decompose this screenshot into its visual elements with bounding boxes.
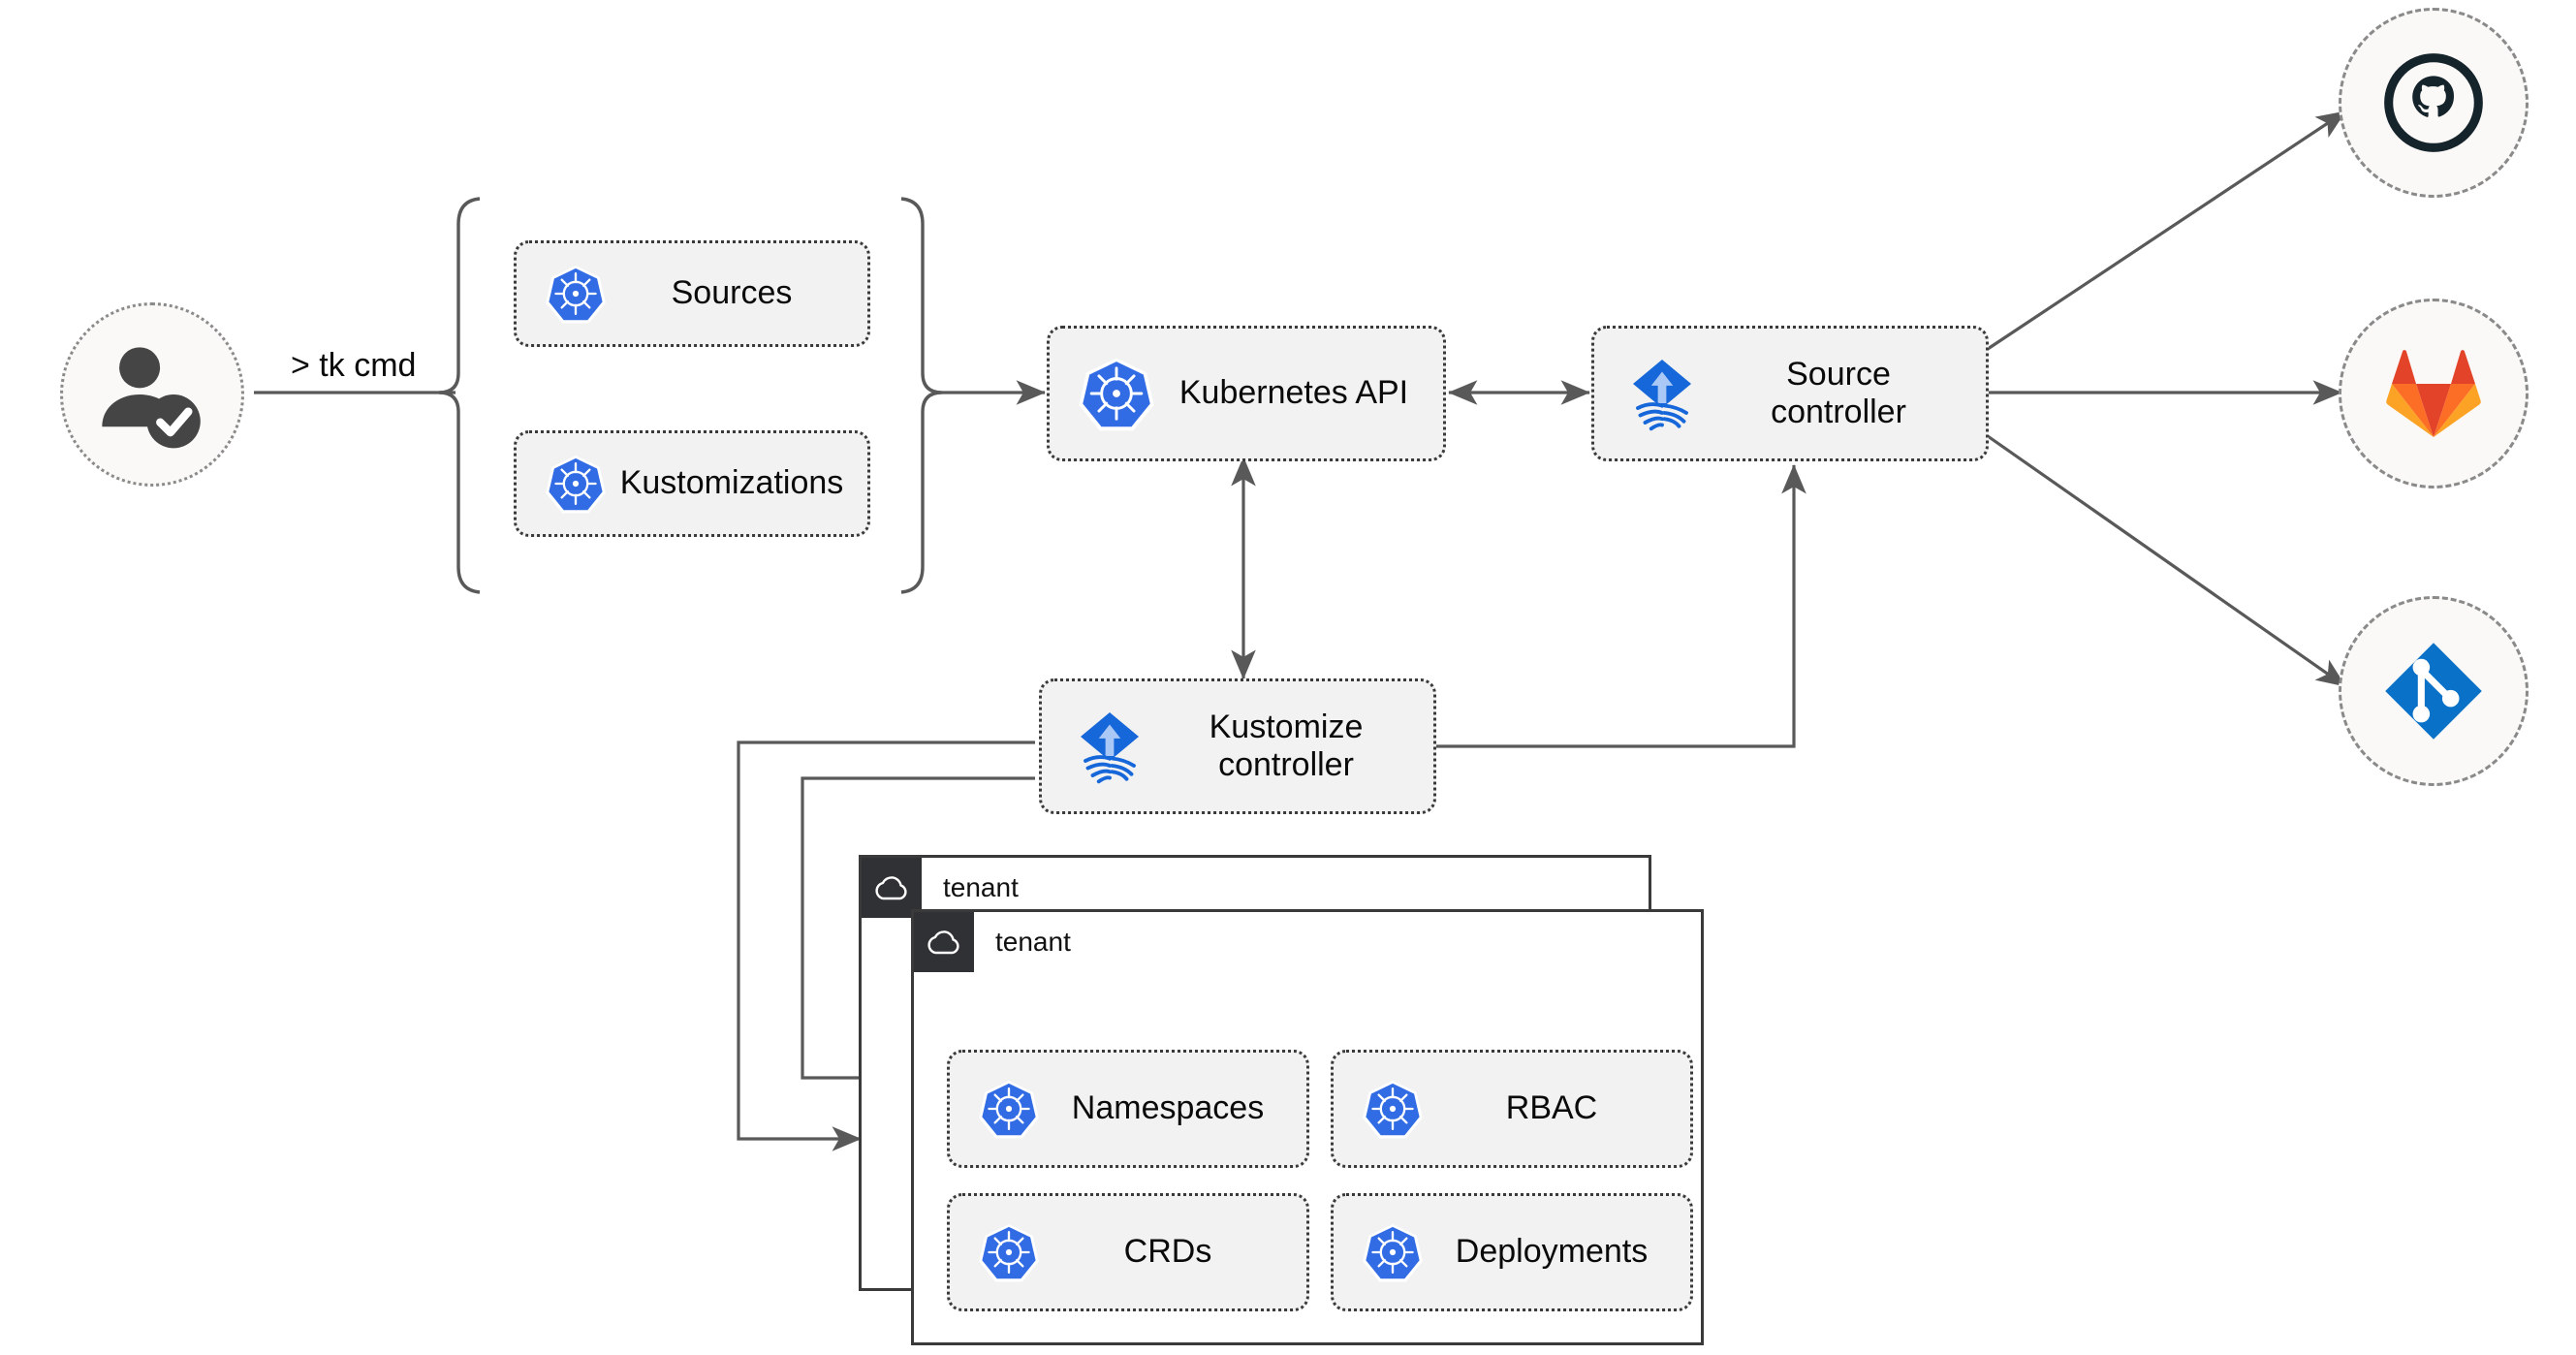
provider-gitlab[interactable] xyxy=(2339,299,2529,488)
tenant-resource-rbac[interactable]: RBAC xyxy=(1331,1050,1693,1168)
resource-label: Deployments xyxy=(1455,1233,1649,1271)
brace-right xyxy=(900,197,943,594)
cloud-icon-wrap xyxy=(862,858,922,918)
resource-label: RBAC xyxy=(1505,1089,1598,1127)
tenant-name: tenant xyxy=(995,927,1071,957)
tenant-header: tenant xyxy=(914,912,1071,972)
provider-github[interactable] xyxy=(2339,8,2529,198)
user-actor[interactable] xyxy=(60,302,244,487)
flux-icon xyxy=(1623,355,1701,432)
resource-box-sources[interactable]: Sources xyxy=(514,240,870,347)
node-source-controller[interactable]: Source controller xyxy=(1591,326,1989,461)
tenant-resource-namespaces[interactable]: Namespaces xyxy=(947,1050,1309,1168)
brace-left xyxy=(438,197,481,594)
node-kustomize-controller[interactable]: Kustomize controller xyxy=(1039,678,1436,814)
node-label: Kubernetes API xyxy=(1178,374,1409,412)
provider-git[interactable] xyxy=(2339,596,2529,786)
kubernetes-icon xyxy=(546,454,606,514)
command-label: > tk cmd xyxy=(291,347,417,384)
cloud-icon xyxy=(875,876,907,900)
resource-box-kustomizations[interactable]: Kustomizations xyxy=(514,430,870,537)
edge-kustomize-to-source-controller xyxy=(1436,464,1806,748)
cloud-icon xyxy=(927,930,959,955)
user-check-icon xyxy=(102,347,201,449)
tenant-container-2[interactable]: tenant Namespaces xyxy=(911,909,1704,1345)
kubernetes-icon xyxy=(979,1079,1039,1139)
resource-label: Sources xyxy=(671,274,793,312)
node-kubernetes-api[interactable]: Kubernetes API xyxy=(1047,326,1446,461)
edge-source-to-git xyxy=(1987,434,2346,688)
node-label: Kustomize controller xyxy=(1209,708,1364,783)
tenant-resource-deployments[interactable]: Deployments xyxy=(1331,1193,1693,1311)
resource-label: CRDs xyxy=(1123,1233,1212,1271)
kubernetes-icon xyxy=(546,264,606,324)
kubernetes-icon xyxy=(1363,1222,1423,1282)
resource-label: Kustomizations xyxy=(619,464,844,502)
resource-label: Namespaces xyxy=(1071,1089,1265,1127)
kubernetes-icon xyxy=(1363,1079,1423,1139)
edge-source-to-github xyxy=(1987,110,2346,351)
kubernetes-icon xyxy=(1079,356,1154,431)
git-icon xyxy=(2385,643,2482,740)
github-icon xyxy=(2384,53,2483,152)
tenant-name: tenant xyxy=(943,872,1019,902)
tenant-header: tenant xyxy=(862,858,1019,918)
node-label: Source controller xyxy=(1771,355,1906,430)
cloud-icon-wrap xyxy=(914,912,974,972)
tenant-resource-crds[interactable]: CRDs xyxy=(947,1193,1309,1311)
flux-icon xyxy=(1071,708,1148,785)
kubernetes-icon xyxy=(979,1222,1039,1282)
gitlab-icon xyxy=(2386,350,2481,437)
